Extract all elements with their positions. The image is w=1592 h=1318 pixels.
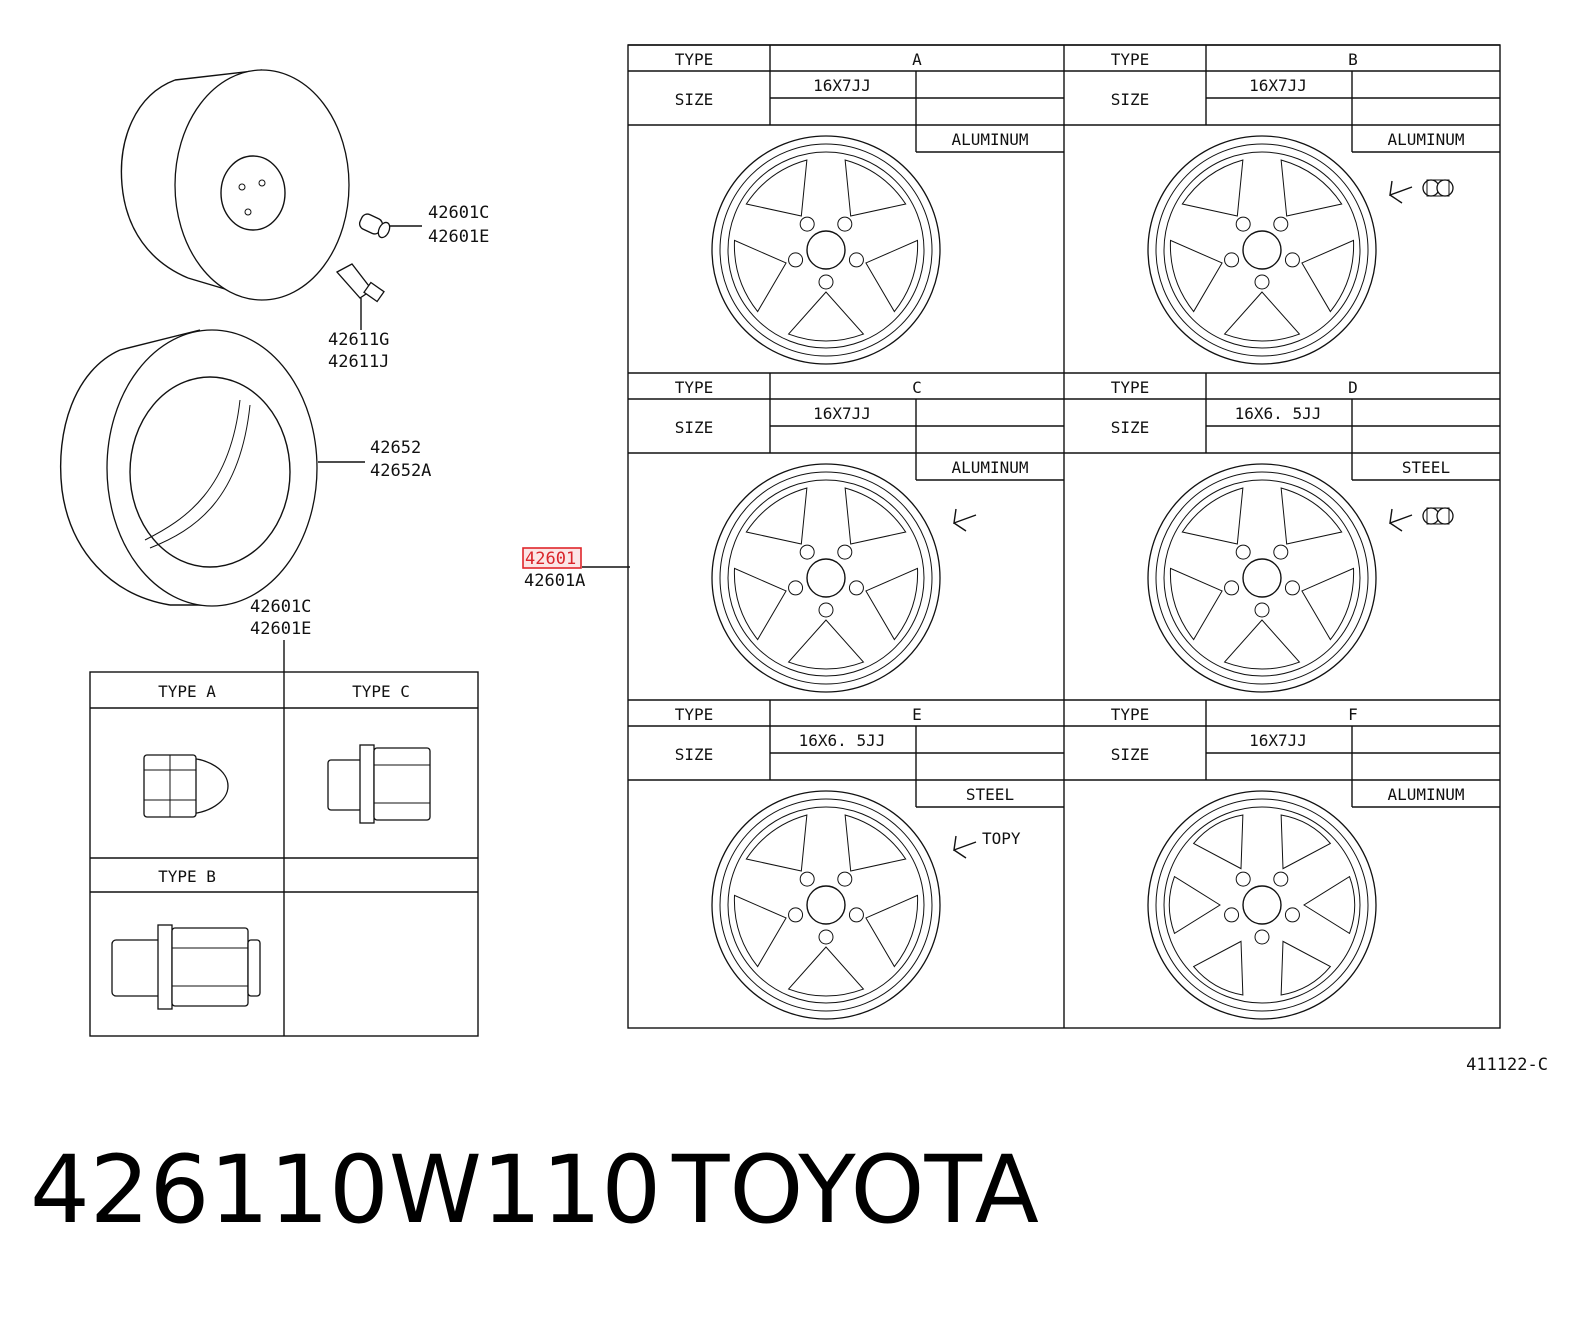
wheel-size-D: 16X6. 5JJ [1235,404,1322,423]
diagram-code: 411122-C [1466,1055,1548,1075]
wheel-C-drawing [711,463,977,693]
part-number: 426110W110 [30,1136,661,1245]
long-nut-icon [111,924,261,1010]
wheel-part-highlight: 42601 [525,549,576,569]
wheel-B-drawing [1147,135,1454,365]
valve-stem-part-1: 42611G [328,330,389,350]
wheel-type-D: D [1348,378,1358,397]
wheel-material-E: STEEL [966,785,1014,804]
wheel-drawings [711,135,1454,1020]
wheel-F-drawing [1147,790,1377,1020]
wheel-D-drawing [1147,463,1454,693]
size-label: SIZE [1111,745,1150,764]
nut-type-c-label: TYPE C [352,682,410,701]
tire-part-1: 42652 [370,438,421,458]
wheel-size-F: 16X7JJ [1249,731,1307,750]
spare-wheel-drawing [120,69,350,301]
wheel-type-C: C [912,378,922,397]
size-label: SIZE [675,90,714,109]
wheel-E-drawing [711,790,977,1020]
nut-part-1: 42601C [250,597,311,617]
wheel-type-F: F [1348,705,1358,724]
size-label: SIZE [1111,90,1150,109]
wheel-size-C: 16X7JJ [813,404,871,423]
wheel-type-table: TYPE A SIZE 16X7JJ ALUMINUM TYPE B SIZE 16X7JJ AL… [627,44,1501,1029]
valve-stem-icon [335,263,385,330]
wheel-size-B: 16X7JJ [1249,76,1307,95]
size-label: SIZE [675,745,714,764]
wheel-material-F: ALUMINUM [1387,785,1464,804]
valve-cap-icon [358,213,422,239]
type-label: TYPE [675,378,714,397]
valve-stem-part-2: 42611J [328,352,389,372]
wheel-part-alt: 42601A [524,571,585,591]
size-label: SIZE [1111,418,1150,437]
highlight-box [522,547,582,569]
tire-part-2: 42652A [370,461,431,481]
wheel-material-D: STEEL [1402,458,1450,477]
nut-part-2: 42601E [250,619,311,639]
wheel-type-B: B [1348,50,1358,69]
flanged-nut-icon [327,744,431,824]
wheel-material-A: ALUMINUM [951,130,1028,149]
nut-type-table [89,671,479,1037]
wheel-type-A: A [912,50,922,69]
wheel-size-E: 16X6. 5JJ [799,731,886,750]
size-label: SIZE [675,418,714,437]
type-label: TYPE [1111,50,1150,69]
nut-type-b-label: TYPE B [158,867,216,886]
wheel-type-E: E [912,705,922,724]
tire-drawing [59,329,365,607]
type-label: TYPE [675,705,714,724]
acorn-nut-icon [143,754,229,818]
wheel-material-C: ALUMINUM [951,458,1028,477]
valve-cap-part-2: 42601E [428,227,489,247]
wheel-A-drawing [711,135,941,365]
wheel-maker-E: TOPY [982,829,1021,848]
type-label: TYPE [1111,705,1150,724]
wheel-material-B: ALUMINUM [1387,130,1464,149]
type-label: TYPE [1111,378,1150,397]
wheel-size-A: 16X7JJ [813,76,871,95]
type-label: TYPE [675,50,714,69]
valve-cap-part-1: 42601C [428,203,489,223]
brand-name: TOYOTA [671,1136,1039,1245]
nut-type-a-label: TYPE A [158,682,216,701]
